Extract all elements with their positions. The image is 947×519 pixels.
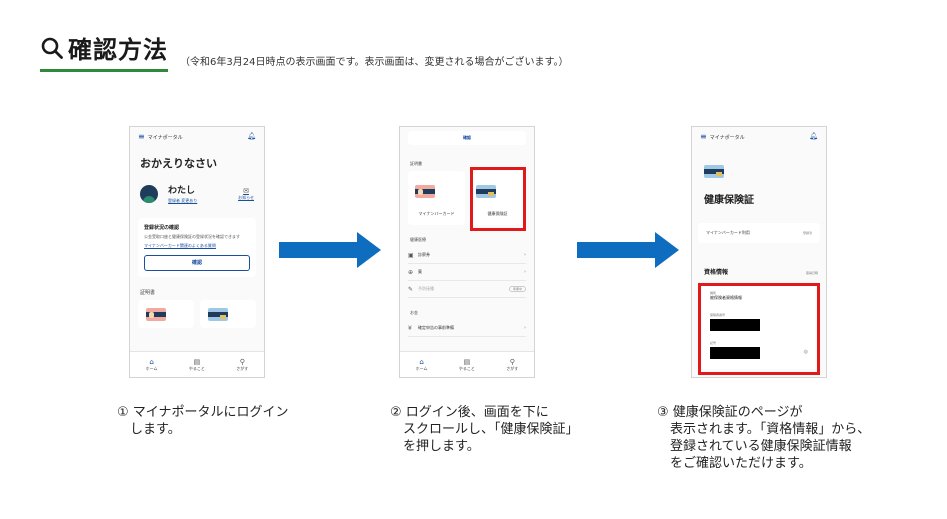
nav-todo[interactable]: ▤やること bbox=[188, 357, 205, 371]
bottom-nav: ⌂ホーム ▤やること ⚲さがす bbox=[130, 351, 264, 377]
usage-status: 登録済 bbox=[802, 231, 812, 235]
home-icon: ⌂ bbox=[149, 357, 154, 366]
redacted-value bbox=[710, 319, 760, 331]
money-section-label: お金 bbox=[410, 310, 418, 315]
notice-label: お知らせ bbox=[238, 194, 254, 200]
qualification-date: 取得日時 bbox=[805, 271, 818, 275]
nav-search[interactable]: ⚲さがす bbox=[506, 357, 519, 371]
field-label: 保険者番号 bbox=[710, 313, 726, 317]
user-status-link[interactable]: 登録者 変更あり bbox=[168, 198, 198, 203]
arrow-right-icon bbox=[577, 232, 679, 268]
app-topbar: ≡マイナポータル 🔔︎ bbox=[130, 127, 264, 145]
clipboard-icon: ▤ bbox=[193, 357, 201, 366]
medicine-icon: ⊕ bbox=[408, 268, 414, 276]
nav-home[interactable]: ⌂ホーム bbox=[145, 357, 158, 371]
status-card: 登録状況の確認 公金受取口座と健康保険証の登録状況を確認できます マイナンバーカ… bbox=[138, 218, 256, 277]
page-header: 確認方法 （令和6年3月24日時点の表示画面です。表示画面は、変更される場合がご… bbox=[40, 30, 568, 72]
search-icon bbox=[41, 37, 63, 59]
nav-search[interactable]: ⚲さがす bbox=[236, 357, 249, 371]
status-card-text: 公金受取口座と健康保険証の登録状況を確認できます bbox=[144, 234, 240, 239]
field-label: 記号 bbox=[710, 341, 717, 345]
list-item[interactable]: ⊕薬› bbox=[408, 264, 526, 281]
app-title: マイナポータル bbox=[147, 134, 183, 141]
title-underline: 確認方法 bbox=[40, 30, 168, 72]
usage-status-box: マイナンバーカード利用 登録済 bbox=[698, 223, 820, 243]
redacted-value bbox=[710, 347, 760, 359]
field-value: 被保険者資格情報 bbox=[710, 295, 742, 300]
health-insurance-tile[interactable] bbox=[200, 299, 256, 328]
hamburger-menu-icon[interactable]: ≡ bbox=[138, 131, 145, 141]
mail-icon: ✉ bbox=[243, 186, 249, 195]
faq-link[interactable]: マイナンバーカード関連のよくある質問 bbox=[144, 242, 216, 248]
search-icon: ⚲ bbox=[509, 357, 515, 366]
health-insurance-tile[interactable]: 健康保険証 bbox=[469, 171, 526, 225]
arrow-right-icon bbox=[279, 232, 381, 268]
nav-home[interactable]: ⌂ホーム bbox=[415, 357, 428, 371]
page-heading: 健康保険証 bbox=[704, 195, 754, 206]
certificate-section-label: 証明書 bbox=[410, 161, 422, 166]
my-number-card-tile[interactable]: マイナンバーカード bbox=[408, 171, 465, 225]
chevron-right-icon: › bbox=[524, 252, 526, 258]
user-block: わたし 登録者 変更あり ✉ お知らせ bbox=[130, 177, 264, 210]
search-icon: ⚲ bbox=[239, 357, 245, 366]
hamburger-menu-icon[interactable]: ≡ bbox=[700, 131, 707, 141]
screenshot-step-1: ≡マイナポータル 🔔︎ おかえりなさい わたし 登録者 変更あり ✉ お知らせ … bbox=[129, 126, 265, 378]
page-title: 確認方法 bbox=[68, 36, 168, 64]
nav-todo[interactable]: ▤やること bbox=[458, 357, 475, 371]
highlight-box bbox=[470, 167, 526, 231]
step-1-caption: ① マイナポータルにログイン します。 bbox=[117, 405, 289, 437]
document-icon: ▣ bbox=[408, 251, 414, 259]
clipboard-icon: ▤ bbox=[463, 357, 471, 366]
list-item[interactable]: ▣診察券› bbox=[408, 247, 526, 264]
my-number-card-label: マイナンバーカード bbox=[418, 211, 455, 216]
my-number-card-tile[interactable] bbox=[138, 299, 194, 328]
qualification-header: 資格情報 取得日時 bbox=[704, 267, 818, 276]
qualification-title: 資格情報 bbox=[704, 269, 729, 276]
eye-icon[interactable]: ◎ bbox=[803, 349, 808, 355]
health-insurance-label: 健康保険証 bbox=[487, 211, 508, 216]
certificate-section-label: 証明書 bbox=[140, 289, 156, 296]
qualification-info: 種別 被保険者資格情報 保険者番号 記号 ◎ bbox=[702, 285, 816, 369]
user-name: わたし bbox=[168, 186, 196, 196]
confirm-button[interactable]: 確認 bbox=[144, 254, 250, 271]
highlight-box bbox=[698, 283, 820, 375]
welcome-heading: おかえりなさい bbox=[140, 157, 217, 170]
step-3-caption: ③ 健康保険証のページが 表示されます。「資格情報」から、 登録されている健康保… bbox=[657, 405, 871, 471]
certificate-tiles: マイナンバーカード 健康保険証 bbox=[400, 171, 534, 225]
bell-icon[interactable]: 🔔︎ bbox=[247, 132, 256, 140]
page-subtitle: （令和6年3月24日時点の表示画面です。表示画面は、変更される場合がございます。… bbox=[180, 57, 569, 68]
app-topbar: ≡マイナポータル 🔔︎ bbox=[692, 127, 826, 145]
insurance-card-icon bbox=[704, 165, 724, 178]
syringe-icon: ✎ bbox=[408, 285, 414, 293]
id-card-icon bbox=[415, 185, 435, 198]
medical-list: ▣診察券› ⊕薬› ✎予防接種準備中 bbox=[408, 247, 526, 298]
certificate-tiles bbox=[130, 299, 264, 328]
money-list: ¥確定申告の事前準備› bbox=[408, 320, 526, 337]
list-item[interactable]: ¥確定申告の事前準備› bbox=[408, 320, 526, 337]
bell-icon[interactable]: 🔔︎ bbox=[809, 132, 818, 140]
home-icon: ⌂ bbox=[419, 357, 424, 366]
screenshot-step-2: 確認 証明書 マイナンバーカード 健康保険証 健康医療 ▣診察券› ⊕薬› ✎予… bbox=[399, 126, 535, 378]
insurance-card-icon bbox=[476, 185, 496, 198]
app-title: マイナポータル bbox=[709, 134, 745, 141]
tax-icon: ¥ bbox=[408, 324, 412, 332]
screenshot-step-3: ≡マイナポータル 🔔︎ 健康保険証 マイナンバーカード利用 登録済 資格情報 取… bbox=[691, 126, 827, 378]
confirm-button[interactable]: 確認 bbox=[408, 131, 526, 145]
medical-section-label: 健康医療 bbox=[410, 237, 426, 242]
chevron-right-icon: › bbox=[524, 325, 526, 331]
chevron-right-icon: › bbox=[524, 269, 526, 275]
bottom-nav: ⌂ホーム ▤やること ⚲さがす bbox=[400, 351, 534, 377]
usage-label: マイナンバーカード利用 bbox=[706, 230, 750, 235]
step-2-caption: ② ログイン後、画面を下に スクロールし、「健康保険証」 を押します。 bbox=[390, 405, 579, 454]
status-badge: 準備中 bbox=[508, 286, 526, 292]
list-item: ✎予防接種準備中 bbox=[408, 281, 526, 298]
notice-link[interactable]: ✉ お知らせ bbox=[238, 187, 254, 201]
insurance-card-icon bbox=[208, 307, 228, 321]
avatar bbox=[140, 184, 158, 203]
field-label: 種別 bbox=[710, 291, 717, 295]
id-card-icon bbox=[146, 307, 166, 321]
status-card-title: 登録状況の確認 bbox=[144, 225, 180, 231]
